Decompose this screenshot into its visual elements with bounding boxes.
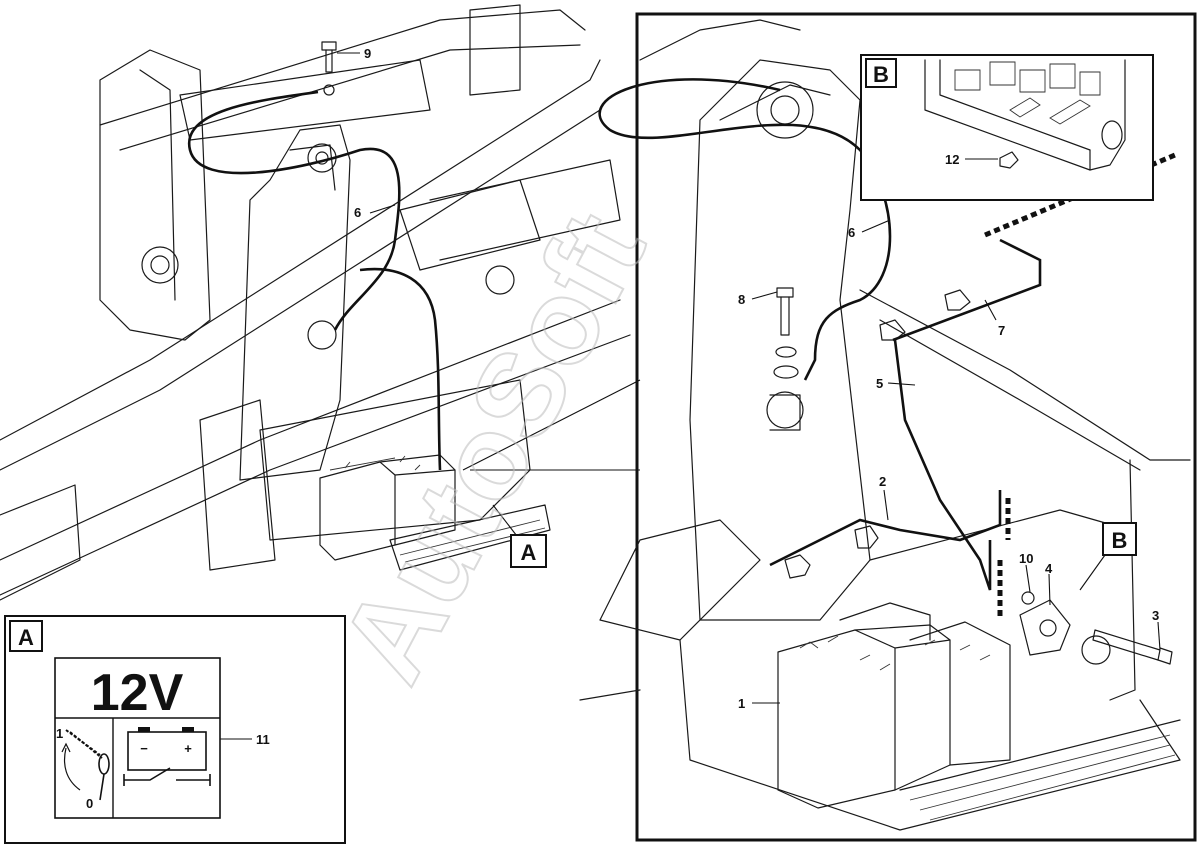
callout-5: 5: [876, 376, 883, 391]
callout-12: 12: [945, 152, 959, 167]
callout-9: 9: [364, 46, 371, 61]
callout-8: 8: [738, 292, 745, 307]
view-b-marker: B: [1079, 522, 1137, 591]
switch-position-on: 1: [56, 726, 63, 741]
callout-6-left: 6: [354, 205, 361, 220]
view-a-inset: A 12V 1 0 − +: [4, 615, 346, 844]
svg-text:B: B: [1112, 528, 1128, 553]
callout-10: 10: [1019, 551, 1033, 566]
voltage-label: 12V: [91, 664, 184, 722]
svg-text:A: A: [521, 540, 537, 565]
switch-position-off: 0: [86, 796, 93, 811]
detail-view-frame: [635, 12, 1197, 842]
frame-overview-drawing: [0, 4, 641, 601]
view-b-inset: B: [860, 54, 1154, 201]
callout-6-right: 6: [848, 225, 855, 240]
callout-11: 11: [256, 732, 270, 747]
callout-3: 3: [1152, 608, 1159, 623]
svg-text:A: A: [18, 625, 34, 650]
svg-text:−: −: [140, 741, 148, 756]
callout-2: 2: [879, 474, 886, 489]
callout-1: 1: [738, 696, 745, 711]
callouts: 9 6 6 8 7 5 2 10 4 3 1 12 11: [256, 46, 1161, 747]
callout-4: 4: [1045, 561, 1053, 576]
view-a-marker: A: [510, 534, 547, 568]
svg-text:B: B: [873, 62, 889, 87]
callout-7: 7: [998, 323, 1005, 338]
svg-text:+: +: [184, 741, 192, 756]
battery-switch-symbol: − +: [123, 727, 211, 786]
